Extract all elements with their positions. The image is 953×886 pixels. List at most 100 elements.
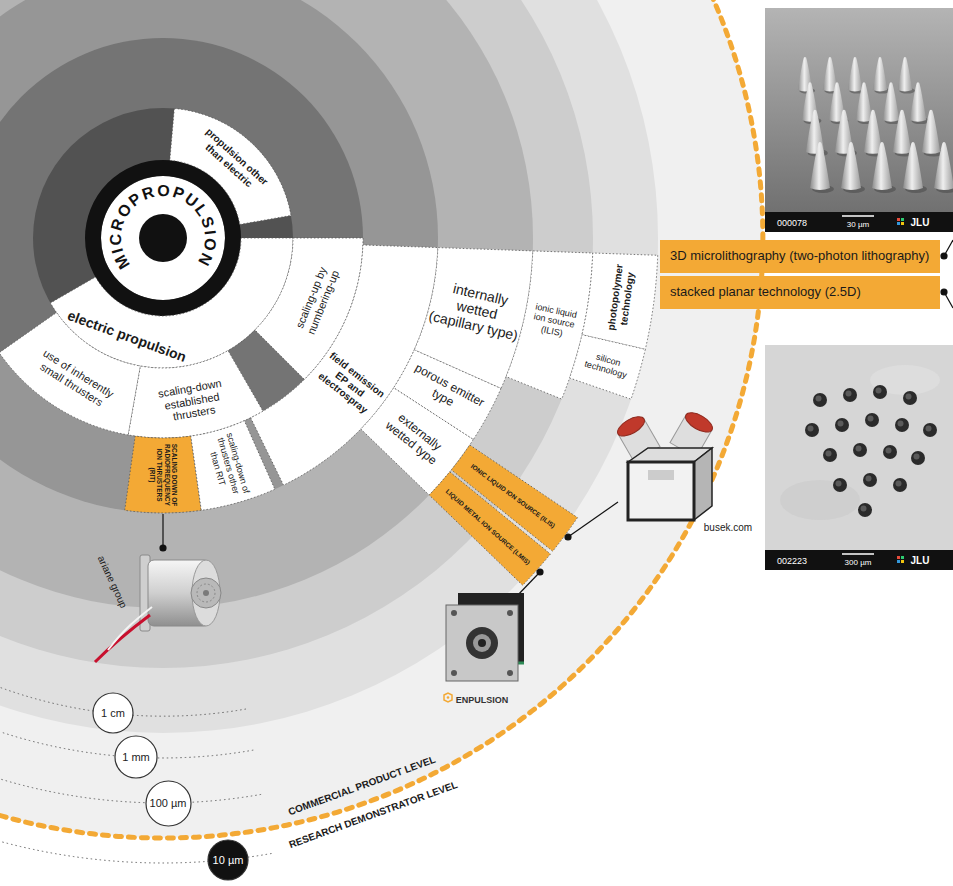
rit-thruster-photo-part <box>95 615 150 662</box>
sem-photo-holes-part <box>813 393 827 407</box>
sem-photo-holes-part <box>843 388 857 402</box>
enpulsion-thruster-photo-part <box>466 627 498 659</box>
scale-circle: 10 µm <box>207 839 249 881</box>
scale-circle: 1 mm <box>114 735 158 779</box>
leader-lines-part <box>941 289 947 295</box>
sem-photo-cones-part <box>765 8 953 232</box>
radial-bands <box>0 0 763 838</box>
scale-label: 100 µm <box>150 797 187 809</box>
sem-photo-cones <box>765 8 953 232</box>
sem-photo-holes-part <box>853 443 867 457</box>
sem-photo-cones-part-part <box>903 142 927 193</box>
sem-photo-holes-part <box>780 480 860 520</box>
rit-thruster-photo-part <box>203 590 209 596</box>
sector-band: use of inherently small thrusters <box>0 310 143 437</box>
center-dot <box>139 214 187 262</box>
sem-photo-holes <box>765 345 953 570</box>
sem-photo-holes-part <box>923 423 937 437</box>
sector-outline <box>170 108 291 224</box>
busek-thruster-photo-part <box>648 470 674 480</box>
sem-photo-cones-part <box>901 218 904 221</box>
scale-circle: 1 cm <box>92 692 134 734</box>
sem-photo-cones-part-part <box>810 142 834 193</box>
sem-photo-holes-part <box>765 345 953 570</box>
enpulsion-thruster-photo-part <box>451 610 457 616</box>
level-boundary-arc <box>0 0 763 838</box>
sector-outline <box>429 472 550 585</box>
enpulsion-thruster-photo-part <box>446 605 518 681</box>
sem-photo-holes-part <box>842 553 874 555</box>
scale-circle-outline <box>208 840 248 880</box>
busek-thruster-photo-part-part <box>615 413 648 440</box>
sector-label: SCALING DOWN OF RADIOFREQUENCY ION THRUS… <box>148 441 178 509</box>
leader-lines-part <box>565 534 571 540</box>
sem-photo-holes-part <box>858 503 872 517</box>
sem-photo-holes-part <box>883 445 897 459</box>
box-label: stacked planar technology (2.5D) <box>670 285 861 300</box>
scale-circle-outline <box>146 781 191 826</box>
enpulsion-thruster-photo-part <box>507 610 513 616</box>
radial-bands-part <box>33 108 293 368</box>
text-label: RESEARCH DEMONSTRATOR LEVEL <box>287 779 459 851</box>
sem-photo-cones-part-part <box>802 82 822 124</box>
sem-photo-holes-part <box>901 560 904 563</box>
busek-thruster-photo-part <box>694 448 712 520</box>
enpulsion-thruster-photo-part <box>444 693 452 702</box>
sem-photo-cones-part-part <box>922 110 944 157</box>
sem-photo-cones-part <box>842 215 874 217</box>
sem-photo-holes-part <box>765 550 953 570</box>
rit-thruster-photo-part <box>108 607 152 650</box>
scale-label: 1 cm <box>101 707 125 719</box>
busek-thruster-photo-part <box>628 462 694 520</box>
rit-thruster-photo-part <box>191 578 221 608</box>
sem-photo-holes-part <box>873 385 887 399</box>
inner-disc <box>101 176 225 300</box>
sector-outline <box>0 313 140 435</box>
sem-photo-holes-part <box>823 448 837 462</box>
enpulsion-thruster-photo-part <box>478 639 486 647</box>
text-label: 002223 <box>777 556 807 567</box>
enpulsion-thruster-photo-part <box>447 696 450 699</box>
outer-ring <box>93 168 233 308</box>
radial-bands-part <box>0 0 593 668</box>
busek-thruster-photo <box>615 409 716 520</box>
text-label: ENPULSION <box>456 695 509 706</box>
sem-photo-cones-part <box>901 222 904 225</box>
text-label: JLU <box>911 555 930 567</box>
enpulsion-thruster-photo-part <box>473 634 491 652</box>
radial-bands-part <box>0 0 763 838</box>
text-label: 000078 <box>777 218 807 229</box>
sem-photo-holes-part <box>901 556 904 559</box>
sem-photo-cones-part <box>765 212 953 232</box>
rit-thruster-photo-part <box>192 560 220 626</box>
sem-photo-holes-part <box>863 473 877 487</box>
sector-outline <box>570 335 646 399</box>
sem-photo-holes-part <box>893 478 907 492</box>
scale-label: 10 µm <box>213 854 244 866</box>
sem-photo-holes-part <box>805 423 819 437</box>
scale-circle-outline <box>93 693 133 733</box>
sem-photo-holes-part <box>895 418 909 432</box>
sem-photo-cones-part-part <box>841 142 865 193</box>
box-label: 3D microlithography (two-photon lithogra… <box>670 249 929 264</box>
scale-circle: 100 µm <box>145 780 192 827</box>
sem-photo-cones-part-part <box>898 57 915 94</box>
sem-photo-holes-part <box>835 418 849 432</box>
sem-photo-holes-part <box>833 478 847 492</box>
highlight-sector: LIQUID METAL ION SOURCE (LMIS) <box>427 469 553 588</box>
technology-box: 3D microlithography (two-photon lithogra… <box>660 240 940 273</box>
enpulsion-thruster-photo-part <box>451 670 457 676</box>
sem-photo-cones-part-part <box>872 142 896 193</box>
sector-label: LIQUID METAL ION SOURCE (LMIS) <box>439 483 537 571</box>
sem-photo-cones-part-part <box>910 82 930 124</box>
leader-lines-part <box>537 569 543 575</box>
leader-lines-part <box>160 545 166 551</box>
text-label: JLU <box>911 217 930 229</box>
sector-band: propulsion other than electric <box>167 106 294 227</box>
radial-bands-part <box>0 0 658 733</box>
scale-label: 1 mm <box>122 751 150 763</box>
leader-lines-part <box>162 514 163 548</box>
text-label: ariane group <box>95 554 130 610</box>
busek-thruster-photo-part-part <box>683 409 716 436</box>
sem-photo-holes-part <box>897 556 900 559</box>
